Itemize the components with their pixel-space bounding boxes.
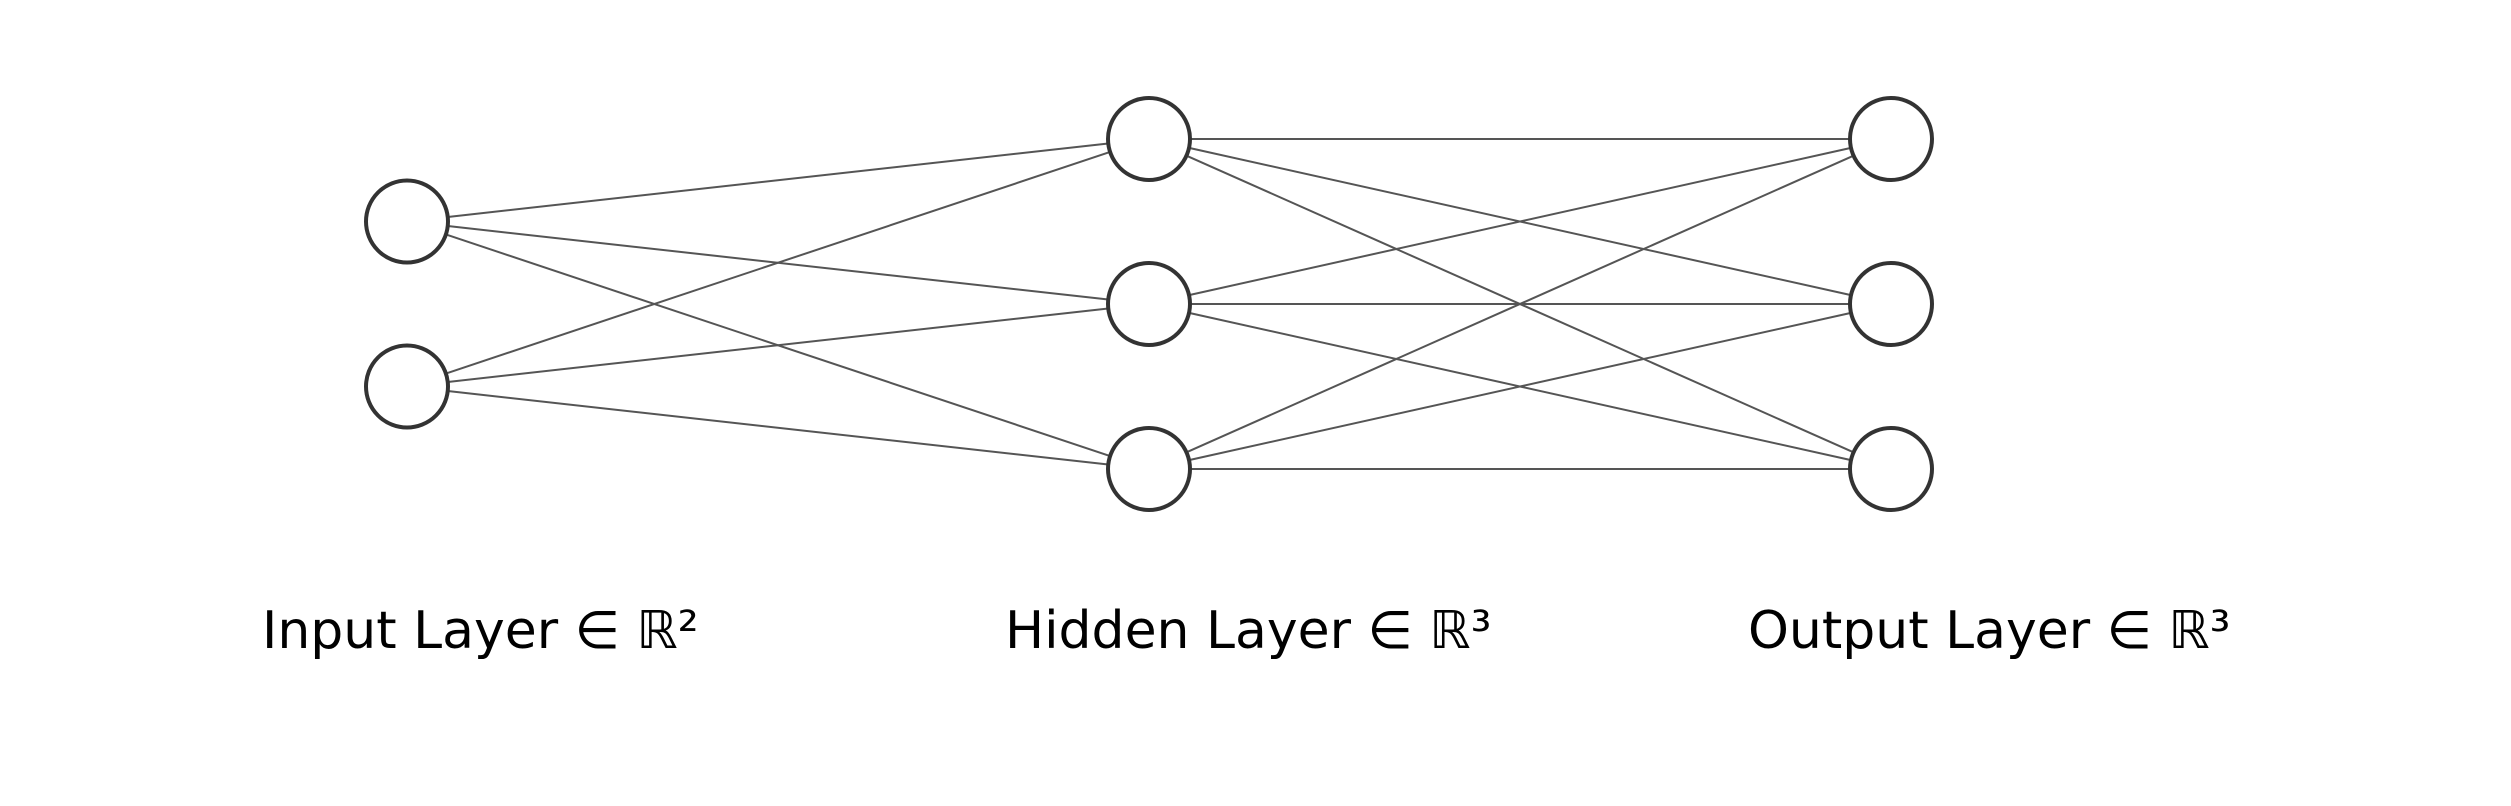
output-layer-label: Output Layer ∈ ℝ³ xyxy=(1748,601,2231,661)
output-neuron-2 xyxy=(1848,426,1934,512)
hidden-layer-label: Hidden Layer ∈ ℝ³ xyxy=(1005,601,1492,661)
input-neuron-0 xyxy=(364,178,450,265)
edge-input-1-to-hidden-0 xyxy=(445,151,1111,375)
output-neuron-1 xyxy=(1848,261,1934,347)
hidden-neuron-1 xyxy=(1106,261,1192,347)
input-neuron-1 xyxy=(364,343,450,430)
edge-input-1-to-hidden-2 xyxy=(447,390,1109,466)
edge-input-1-to-hidden-1 xyxy=(447,307,1109,383)
output-neuron-0 xyxy=(1848,96,1934,182)
neurons xyxy=(364,96,1934,512)
hidden-neuron-0 xyxy=(1106,96,1192,182)
edge-hidden-1-to-output-0 xyxy=(1188,146,1852,297)
input-layer-label: Input Layer ∈ ℝ² xyxy=(262,601,699,661)
hidden-neuron-2 xyxy=(1106,426,1192,512)
connections xyxy=(445,138,1854,470)
edge-hidden-2-to-output-1 xyxy=(1188,311,1852,462)
edge-input-0-to-hidden-0 xyxy=(447,142,1109,218)
edge-hidden-2-to-output-0 xyxy=(1186,154,1854,454)
